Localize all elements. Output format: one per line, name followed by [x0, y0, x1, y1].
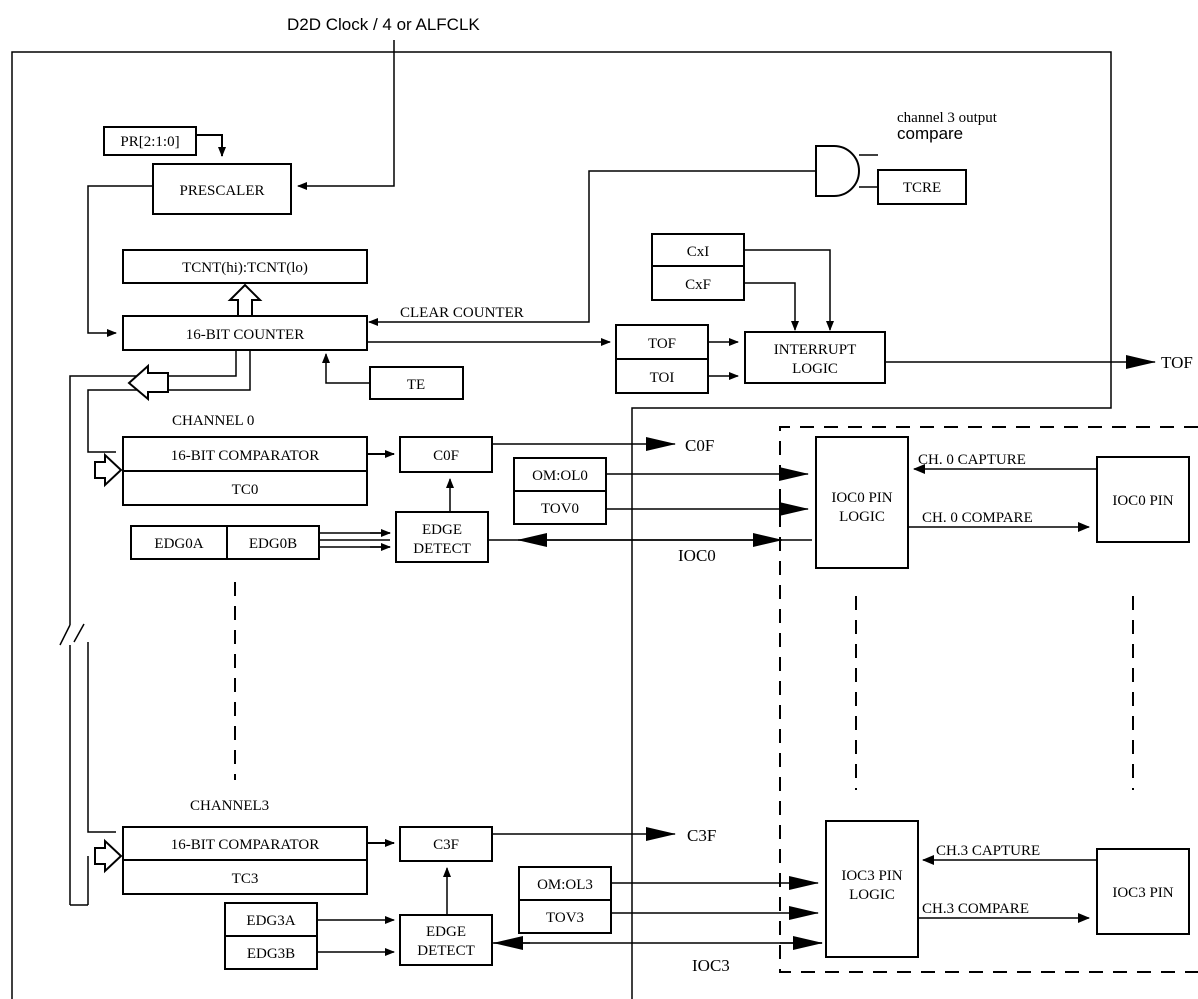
channel3-edgb-label: EDG3B: [247, 946, 295, 962]
counter-label: 16-BIT COUNTER: [186, 327, 304, 343]
cxf-box: [651, 265, 745, 301]
prescaler-box: [152, 163, 292, 215]
bus-bottom-line: [70, 856, 89, 906]
clear-counter-line: [368, 170, 816, 326]
tcnt-label: TCNT(hi):TCNT(lo): [182, 260, 308, 276]
channel0-ioc-label: IOC0: [678, 546, 716, 565]
channel0-compare-label: CH. 0 COMPARE: [922, 510, 1033, 526]
channel3-pin-logic-box: [825, 820, 919, 958]
tcre-label: TCRE: [903, 180, 941, 196]
channel0-flag-box: [399, 436, 493, 473]
channel0-edge-label-2: DETECT: [413, 541, 471, 557]
cxi-label: CxI: [687, 244, 710, 260]
channel0-om-label: OM:OL0: [532, 468, 588, 484]
interrupt-logic-label-2: LOGIC: [792, 361, 838, 377]
bus-arrow-ch0: [94, 452, 123, 488]
channel0-edge-input-lines: [319, 532, 390, 548]
channel3-pin-label: IOC3 PIN: [1112, 885, 1173, 901]
te-line: [322, 353, 370, 384]
channel3-title: CHANNEL3: [190, 798, 269, 814]
interrupt-logic-label-1: INTERRUPT: [774, 342, 857, 358]
channel0-edga-label: EDG0A: [154, 536, 203, 552]
channel3-comparator-label: 16-BIT COMPARATOR: [171, 837, 320, 853]
channel0-edgb-label: EDG0B: [249, 536, 297, 552]
channel3-compare-label: CH.3 COMPARE: [922, 901, 1029, 917]
te-box: [369, 366, 464, 400]
bus-arrow-ch3: [94, 838, 123, 874]
channel0-tov-label: TOV0: [541, 501, 579, 517]
bus-arrow-left: [127, 363, 169, 402]
channel3-edga-label: EDG3A: [246, 913, 295, 929]
channel0-edgb-box: [226, 525, 320, 560]
channel0-capture-label: CH. 0 CAPTURE: [918, 452, 1026, 468]
te-label: TE: [407, 377, 425, 393]
toi-box: [615, 358, 709, 394]
prescaler-to-counter-line: [87, 185, 153, 337]
outer-frame: [11, 51, 1112, 999]
channel0-pin-logic-box: [815, 436, 909, 569]
channel0-tc-box: [122, 470, 368, 506]
cxi-box: [651, 233, 745, 267]
prescaler-label: PRESCALER: [179, 183, 264, 199]
channel0-om-box: [513, 457, 607, 492]
channel3-pin-box: [1096, 848, 1190, 935]
channel0-comparator-label: 16-BIT COMPARATOR: [171, 448, 320, 464]
channel0-edge-label-1: EDGE: [422, 522, 462, 538]
channel0-title: CHANNEL 0: [172, 413, 254, 429]
channel3-edge-label-1: EDGE: [426, 924, 466, 940]
channel0-tc-label: TC0: [232, 482, 259, 498]
counter-to-tcnt-arrow: [227, 283, 263, 317]
channel0-edge-detect-box: [395, 511, 489, 563]
pr-label: PR[2:1:0]: [120, 134, 179, 150]
channel3-output-label-2: compare: [897, 124, 963, 143]
clear-counter-label: CLEAR COUNTER: [400, 305, 524, 321]
channel3-tc-box: [122, 859, 368, 895]
tcnt-box: [122, 249, 368, 284]
channel0-pin-logic-label-1: IOC0 PIN: [831, 490, 892, 506]
tcre-box: [877, 169, 967, 205]
channel0-pin-box: [1096, 456, 1190, 543]
channel3-edge-detect-box: [399, 914, 493, 966]
channel3-flag-out-label: C3F: [687, 826, 716, 845]
bus-line: [59, 350, 251, 905]
tof-label: TOF: [648, 336, 676, 352]
channel3-comparator-box: [122, 826, 368, 861]
channel3-flag-label: C3F: [433, 837, 459, 853]
channel0-tov-box: [513, 490, 607, 525]
channel3-tov-box: [518, 899, 612, 934]
channel3-tov-label: TOV3: [546, 910, 584, 926]
cxi-line: [744, 249, 834, 331]
pr-arrow: [196, 134, 226, 157]
cxf-line: [744, 282, 799, 331]
channel3-tc-label: TC3: [232, 871, 259, 887]
clock-line: [297, 40, 395, 190]
interrupt-logic-box: [744, 331, 886, 384]
channel3-om-label: OM:OL3: [537, 877, 593, 893]
pr-box: [103, 126, 197, 156]
channel0-comparator-box: [122, 436, 368, 472]
channel3-output-label-1: channel 3 output: [897, 110, 998, 126]
channel0-flag-label: C0F: [433, 448, 459, 464]
counter-box: [122, 315, 368, 351]
tof-output-label: TOF: [1161, 353, 1193, 372]
channel0-pin-label: IOC0 PIN: [1112, 493, 1173, 509]
cxf-label: CxF: [685, 277, 711, 293]
channel3-edge-label-2: DETECT: [417, 943, 475, 959]
channel0-edga-box: [130, 525, 228, 560]
channel3-pin-logic-label-2: LOGIC: [849, 887, 895, 903]
toi-label: TOI: [650, 370, 675, 386]
channel3-capture-label: CH.3 CAPTURE: [936, 843, 1040, 859]
channel3-flag-box: [399, 826, 493, 862]
channel3-ioc-label: IOC3: [692, 956, 730, 975]
channel0-pin-logic-label-2: LOGIC: [839, 509, 885, 525]
channel0-flag-out-label: C0F: [685, 436, 714, 455]
clock-label: D2D Clock / 4 or ALFCLK: [287, 15, 480, 34]
channel3-pin-logic-label-1: IOC3 PIN: [841, 868, 902, 884]
and-gate-icon: [815, 145, 860, 197]
